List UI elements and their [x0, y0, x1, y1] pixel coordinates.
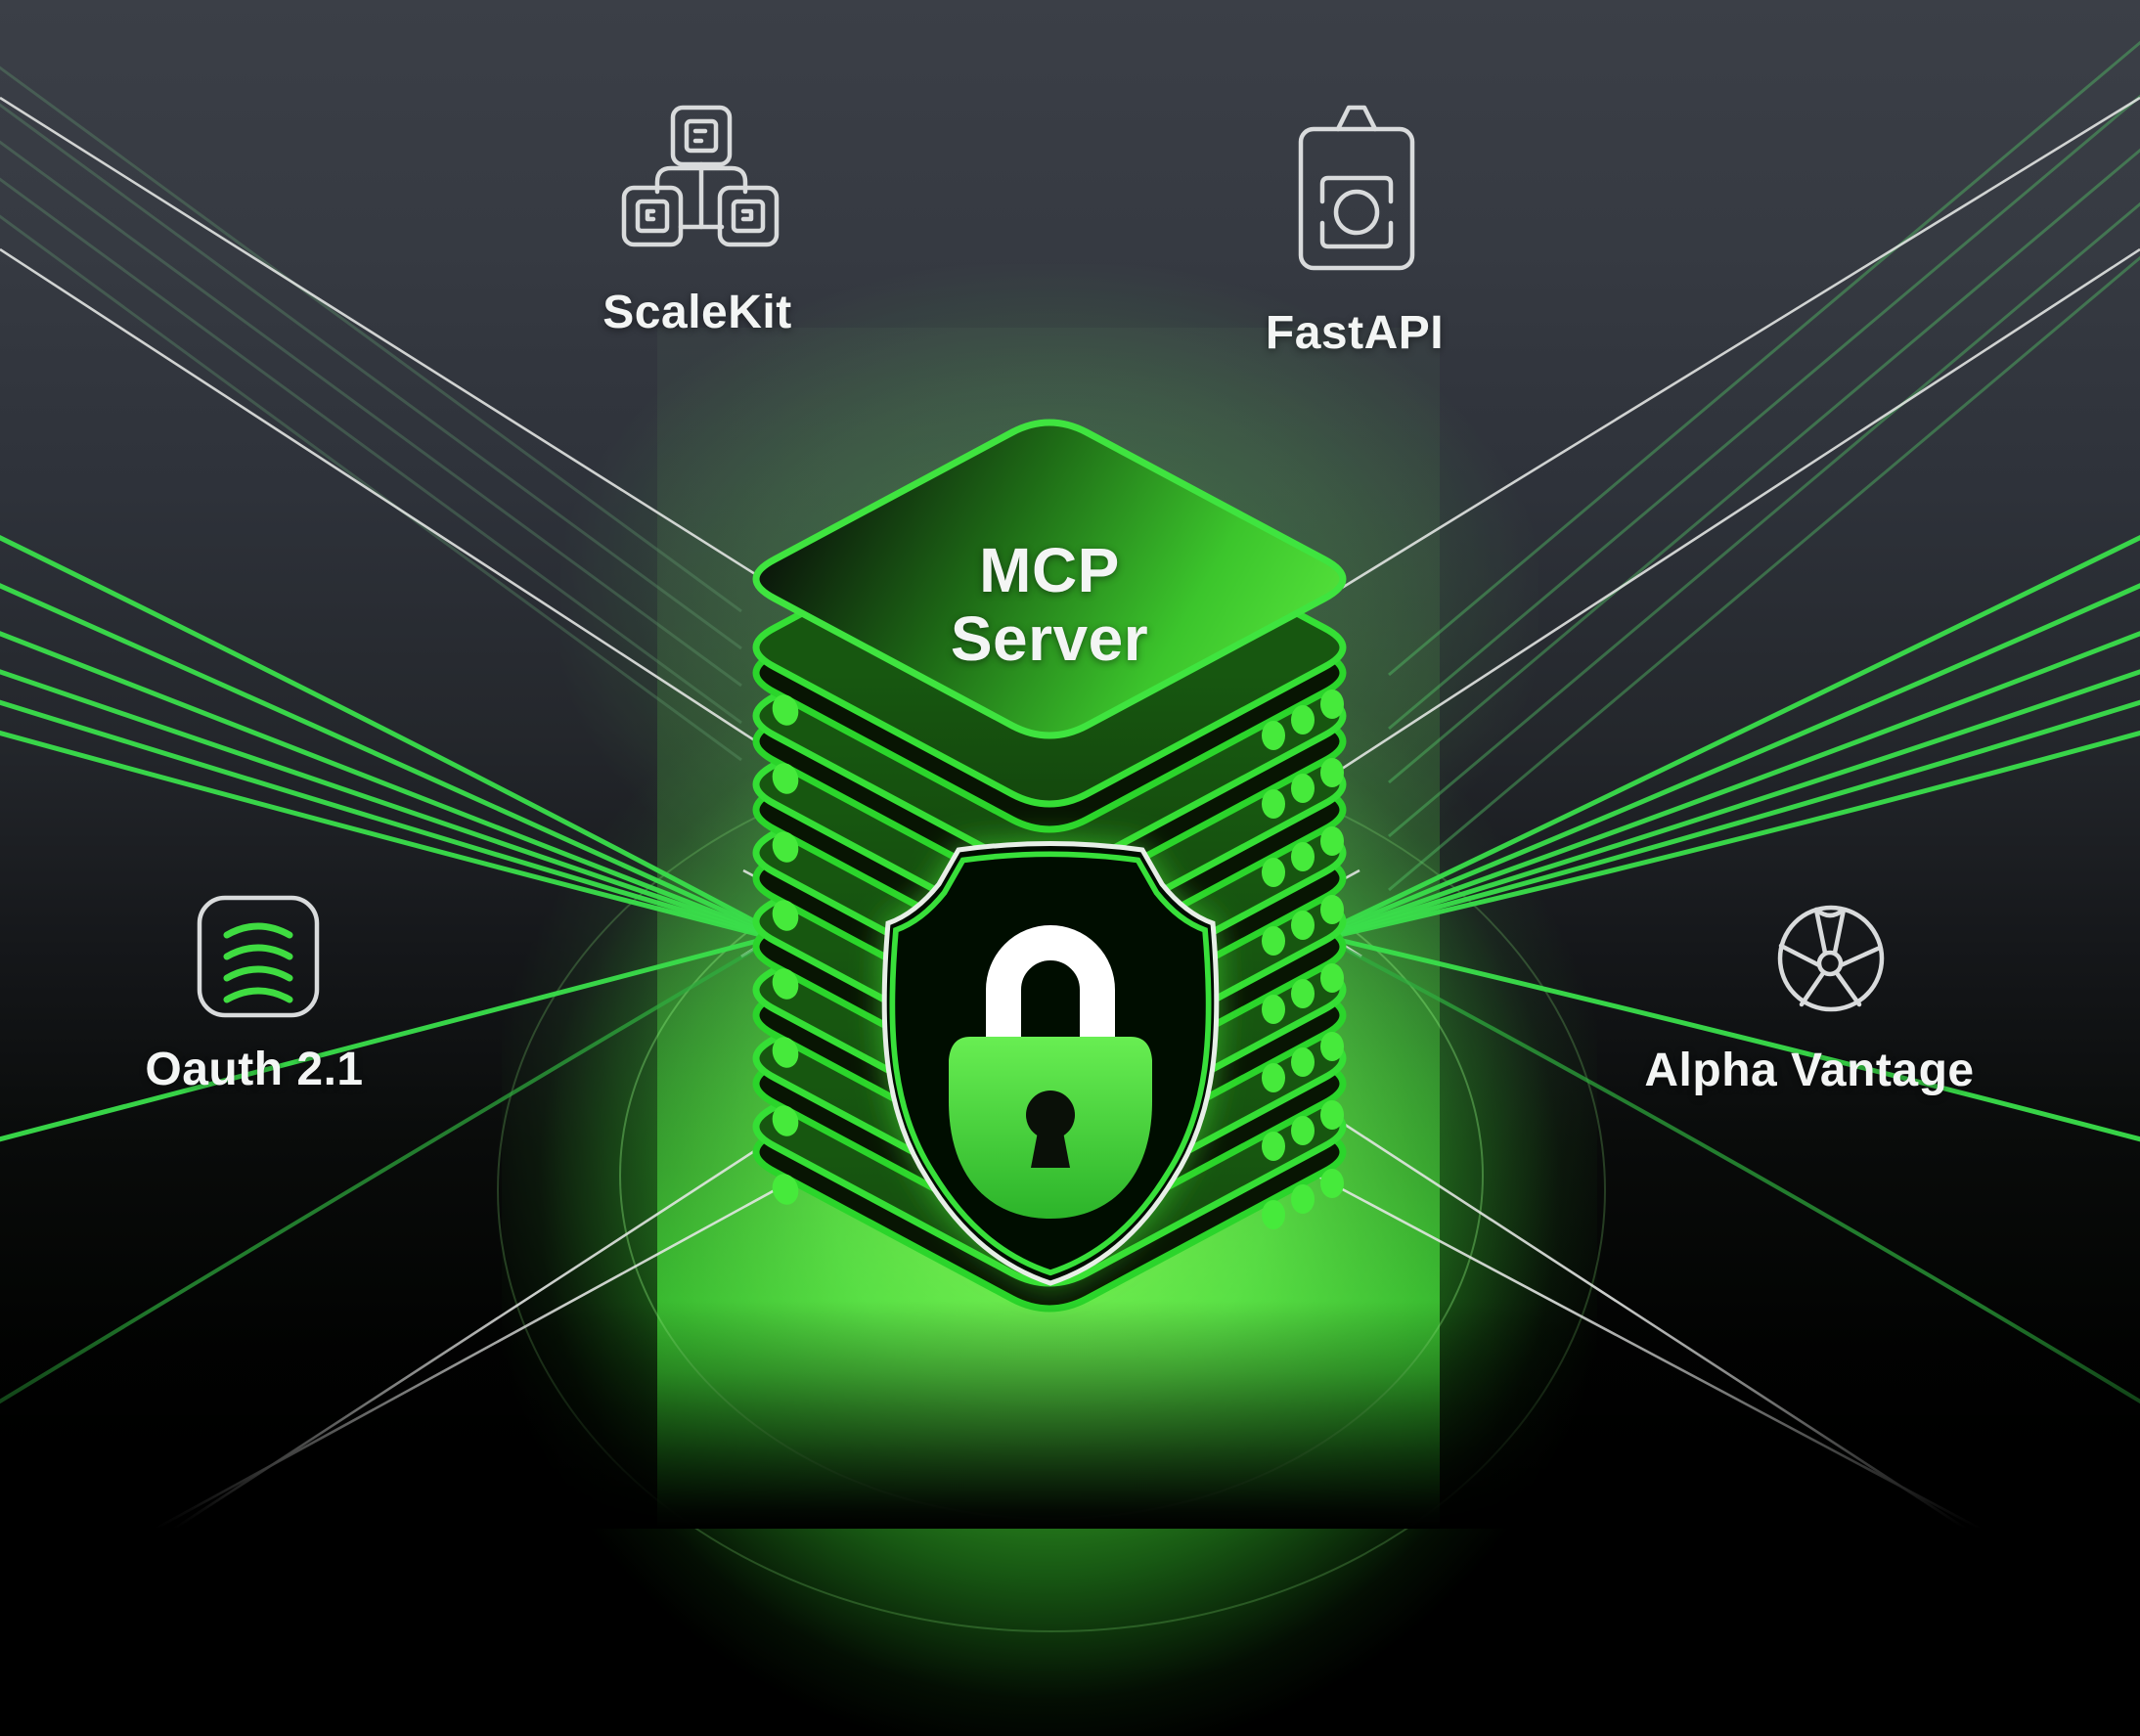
- scalekit-icon: [621, 105, 780, 247]
- keyhole: [1026, 1091, 1075, 1139]
- server-title-line2: Server: [950, 603, 1149, 674]
- led-dots-left: [772, 694, 799, 1205]
- scalekit-label: ScaleKit: [602, 287, 792, 338]
- shield-inner-outline: [889, 851, 1212, 1276]
- alpha-vantage-icon: [1777, 905, 1885, 1012]
- fastapi-label: FastAPI: [1265, 307, 1445, 359]
- keyhole-stem: [1031, 1127, 1070, 1168]
- oauth-label: Oauth 2.1: [145, 1044, 364, 1095]
- green-fan-lines-right: [1324, 534, 2140, 1404]
- led-dots-right: [1262, 690, 1344, 1229]
- corner-lines-top-right: [1388, 40, 2140, 892]
- green-fan-lines-left: [0, 535, 775, 1404]
- oauth-icon: [197, 895, 320, 1018]
- fastapi-icon: [1298, 105, 1415, 271]
- server-stack: [756, 423, 1344, 1309]
- corner-lines-top-left: [0, 66, 742, 762]
- server-title: MCP Server: [854, 536, 1245, 673]
- shield-lock: [881, 841, 1220, 1286]
- alpha-vantage-label: Alpha Vantage: [1644, 1045, 1975, 1096]
- scene-svg: [0, 40, 2140, 1529]
- padlock-icon: [949, 925, 1152, 1219]
- padlock-shackle: [986, 925, 1115, 1052]
- server-title-line1: MCP: [979, 535, 1120, 605]
